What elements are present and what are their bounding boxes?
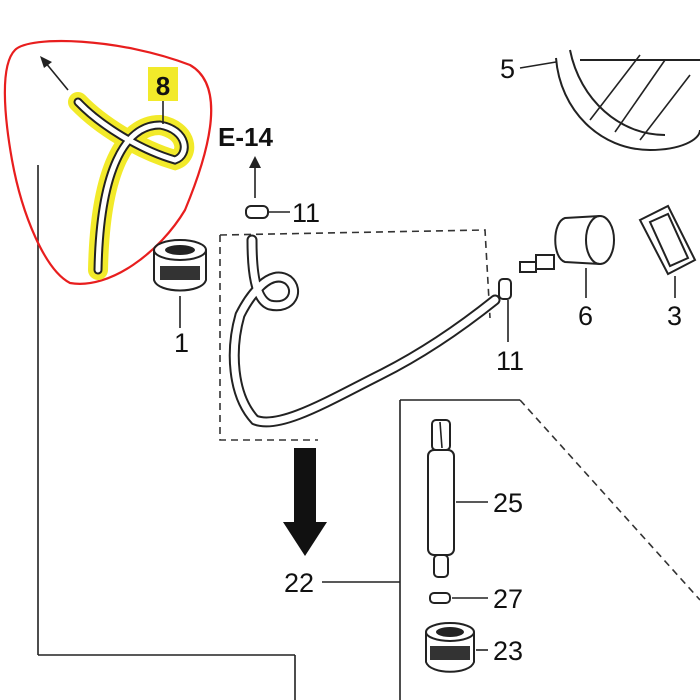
callout-1: 1: [174, 328, 189, 358]
callout-e14: E-14: [218, 122, 273, 152]
callout-22: 22: [284, 568, 314, 598]
arrow-up-icon: [249, 156, 261, 198]
callout-11-right: 11: [496, 346, 524, 376]
callout-27: 27: [493, 584, 523, 614]
hose-group-box: [219, 229, 491, 441]
callout-3: 3: [667, 301, 682, 331]
clip-27[interactable]: [429, 592, 451, 604]
callout-8: 8: [156, 71, 170, 101]
hose-route[interactable]: [228, 234, 501, 428]
callout-25: 25: [493, 488, 523, 518]
callout-6: 6: [578, 301, 593, 331]
arrow-down-icon: [283, 448, 327, 556]
valve-6[interactable]: [519, 215, 615, 273]
callout-11-top: 11: [292, 198, 320, 228]
frame-lines: [37, 165, 700, 700]
callout-5: 5: [500, 54, 515, 84]
clip-11-right[interactable]: [498, 278, 512, 300]
arrow-up-left-icon: [40, 56, 69, 91]
leader-5: [519, 61, 557, 69]
clip-11-top[interactable]: [245, 205, 290, 219]
callout-23: 23: [493, 636, 523, 666]
tank-cap-5[interactable]: [555, 49, 700, 152]
hose-8[interactable]: [68, 92, 195, 280]
callout-8-highlight: [148, 67, 178, 101]
grommet-23[interactable]: [425, 622, 475, 673]
cover-3[interactable]: [638, 204, 697, 276]
grommet-1[interactable]: [153, 239, 207, 292]
tube-25[interactable]: [427, 419, 455, 578]
